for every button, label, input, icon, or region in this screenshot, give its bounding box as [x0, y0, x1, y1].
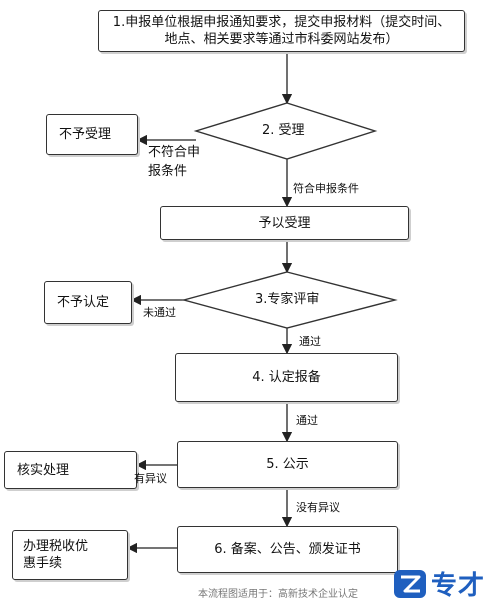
verify-text: 核实处理 — [17, 462, 70, 478]
step4-box: 4. 认定报备 — [175, 353, 398, 402]
step5-box: 5. 公示 — [177, 441, 398, 488]
footer-caption: 本流程图适用于：高新技术企业认定 — [198, 589, 358, 600]
accept-text: 予以受理 — [258, 215, 311, 231]
step6-text: 6. 备案、公告、颁发证书 — [214, 542, 361, 557]
not-meet-label-line2: 报条件 — [148, 164, 188, 179]
tax-box: 办理税收优惠手续 — [12, 530, 128, 580]
verify-box: 核实处理 — [4, 451, 137, 489]
step6-box: 6. 备案、公告、颁发证书 — [177, 526, 398, 573]
step1-text: 1.申报单位根据申报通知要求，提交申报材料（提交时间、地点、相关要求等通过市科委… — [112, 15, 451, 47]
reject-accept-box: 不予受理 — [46, 114, 138, 155]
meet-label: 符合申报条件 — [293, 182, 359, 195]
step4-text: 4. 认定报备 — [252, 370, 321, 385]
tax-text: 办理税收优惠手续 — [23, 539, 89, 571]
reject-accept-text: 不予受理 — [59, 127, 112, 142]
no-objection-label: 没有异议 — [296, 501, 340, 514]
step2-text: 2. 受理 — [262, 123, 305, 138]
logo-icon — [394, 569, 426, 598]
decision-diamond-acceptance — [193, 102, 378, 160]
pass-label-1: 通过 — [299, 335, 321, 348]
brand-logo: 专才 — [393, 565, 485, 602]
decision-diamond-review — [181, 271, 398, 329]
reject-recognition-box: 不予认定 — [44, 281, 132, 324]
accept-box: 予以受理 — [160, 206, 409, 240]
pass-label-2: 通过 — [296, 414, 318, 427]
step5-text: 5. 公示 — [266, 457, 309, 472]
step3-text: 3.专家评审 — [255, 292, 320, 307]
not-pass-label: 未通过 — [143, 306, 176, 319]
reject-recognition-text: 不予认定 — [57, 295, 110, 310]
step1-submit-box: 1.申报单位根据申报通知要求，提交申报材料（提交时间、地点、相关要求等通过市科委… — [98, 10, 465, 52]
objection-label: 有异议 — [134, 472, 167, 485]
not-meet-label-line1: 不符合申 — [148, 145, 201, 160]
logo-text: 专才 — [431, 571, 486, 601]
